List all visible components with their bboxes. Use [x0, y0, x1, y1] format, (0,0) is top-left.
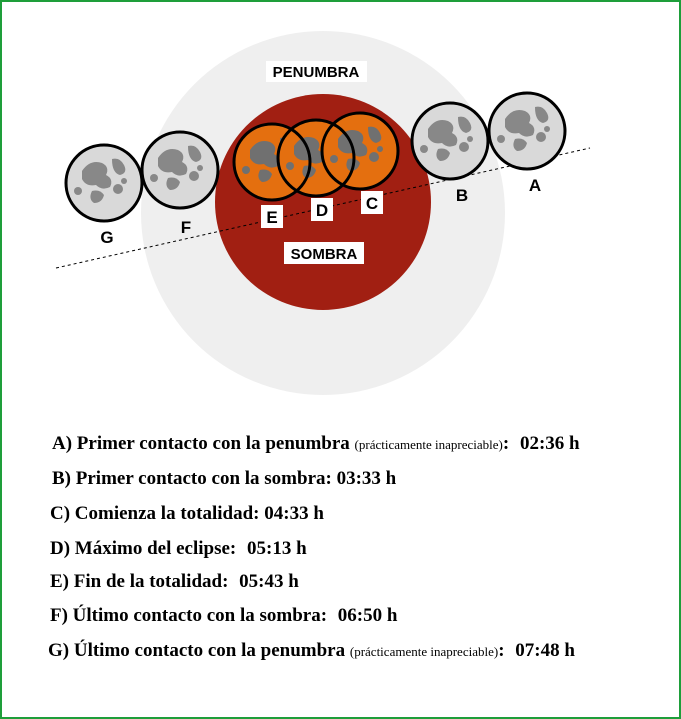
event-label: D) Máximo del eclipse: [50, 538, 237, 559]
moon-b [410, 101, 490, 181]
eclipse-diagram: PENUMBRA SOMBRA E D C G F B A [55, 31, 591, 395]
event-label: E) Fin de la totalidad: [50, 571, 229, 592]
event-label: F) Último contacto con la sombra: [50, 605, 328, 626]
event-time: 03:33 h [336, 468, 397, 489]
moon-letter-f: F [181, 218, 191, 237]
event-c: C) Comienza la totalidad: 04:33 h [50, 503, 324, 525]
moon-letter-e: E [266, 208, 277, 227]
event-g: G) Último contacto con la penumbra (prác… [48, 640, 575, 662]
moon-g [64, 143, 144, 223]
event-label: B) Primer contacto con la sombra: [52, 468, 332, 489]
moon-path-line [55, 147, 591, 269]
event-d: D) Máximo del eclipse: 05:13 h [50, 538, 307, 560]
event-time: 07:48 h [515, 640, 575, 661]
moon-c [322, 113, 398, 189]
moon-a [487, 91, 567, 171]
event-label: G) Último contacto con la penumbra [48, 640, 346, 661]
event-label: C) Comienza la totalidad: [50, 503, 260, 524]
event-note: (prácticamente inapreciable) [349, 644, 499, 659]
event-time: 05:13 h [247, 538, 307, 559]
moon-letter-d: D [316, 201, 328, 220]
moon-letter-b: B [456, 186, 468, 205]
event-e: E) Fin de la totalidad: 05:43 h [50, 571, 299, 593]
event-label: A) Primer contacto con la penumbra [52, 433, 350, 454]
event-time: 06:50 h [337, 605, 398, 626]
moon-letter-a: A [529, 176, 541, 195]
event-time: 05:43 h [239, 571, 299, 592]
event-f: F) Último contacto con la sombra: 06:50 … [50, 605, 397, 627]
moon-letter-g: G [100, 228, 113, 247]
event-time: 04:33 h [264, 503, 324, 524]
penumbra-label: PENUMBRA [273, 64, 360, 81]
moon-letter-c: C [366, 194, 378, 213]
event-note: (prácticamente inapreciable) [354, 437, 503, 452]
sombra-label: SOMBRA [291, 246, 358, 263]
event-time: 02:36 h [519, 433, 580, 454]
event-b: B) Primer contacto con la sombra: 03:33 … [52, 468, 396, 490]
moon-f [140, 130, 220, 210]
event-sep: : [502, 433, 510, 454]
event-sep: : [498, 640, 505, 661]
event-a: A) Primer contacto con la penumbra (prác… [52, 433, 580, 455]
